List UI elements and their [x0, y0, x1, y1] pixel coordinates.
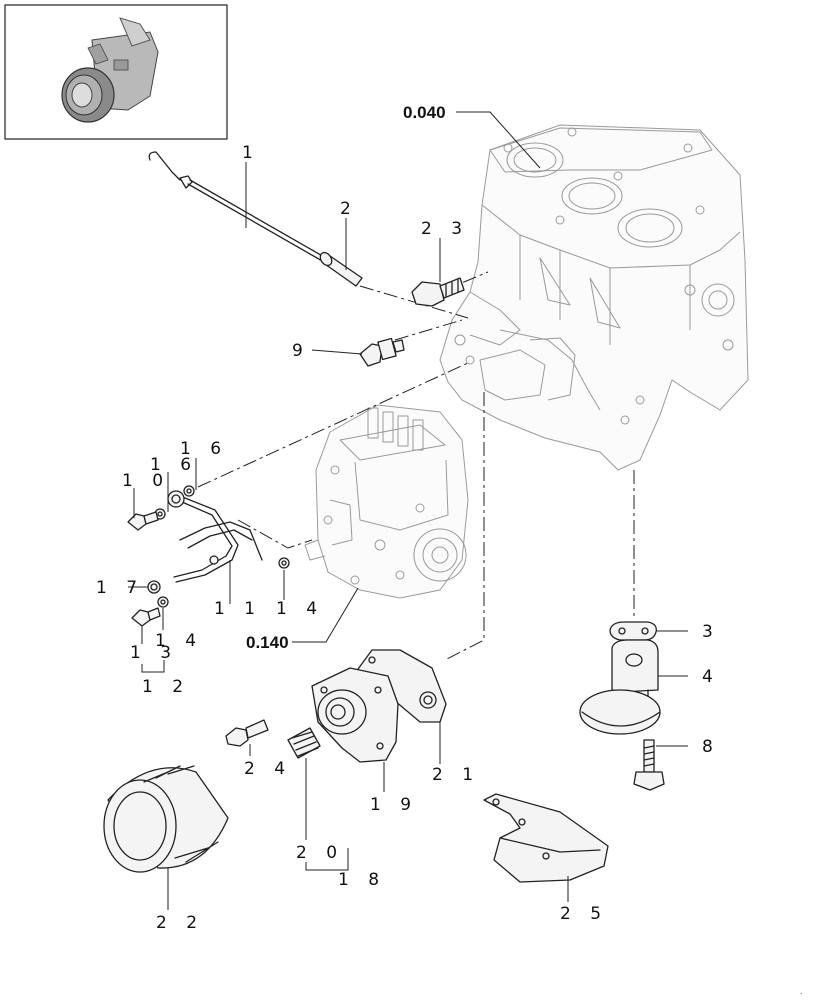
washer-14-lower — [157, 596, 169, 608]
callout-14-right: 1 4 — [276, 599, 324, 619]
banjo-fitting-top — [167, 490, 185, 508]
dipstick — [148, 151, 327, 263]
callout-16-lower: 1 6 — [150, 455, 198, 475]
callout-21: 2 1 — [432, 765, 480, 785]
callout-8: 8 — [702, 737, 720, 757]
oil-pipe — [173, 495, 263, 583]
bolt-8 — [633, 739, 665, 791]
callout-3: 3 — [702, 622, 720, 642]
leader-18-bracket — [305, 848, 349, 871]
engine-block — [439, 124, 749, 471]
oil-filter-22 — [103, 765, 229, 873]
alignment-line-sensor-9 — [394, 319, 463, 341]
washer-16-upper — [183, 485, 195, 497]
callout-2: 2 — [340, 199, 358, 219]
engine-thumbnail-icon — [61, 17, 159, 123]
bolt-23 — [411, 277, 465, 307]
dipstick-tube — [319, 251, 363, 287]
oil-strainer-4 — [579, 639, 661, 735]
callout-24: 2 4 — [244, 759, 292, 779]
callout-25: 2 5 — [560, 904, 608, 924]
callout-13: 1 3 — [130, 643, 178, 663]
bolt-24 — [225, 719, 269, 747]
callout-12: 1 2 — [142, 677, 190, 697]
oil-pressure-sensor — [359, 337, 405, 367]
callout-17: 1 7 — [96, 578, 144, 598]
callout-1: 1 — [242, 143, 260, 163]
leader-0040 — [456, 111, 541, 169]
callout-18: 1 8 — [338, 870, 386, 890]
callout-23: 2 3 — [421, 219, 469, 239]
gasket-3 — [609, 621, 657, 641]
banjo-bolt-10 — [127, 511, 159, 531]
corner-mark: . — [800, 987, 803, 996]
filter-head-19 — [311, 667, 399, 763]
nipple-20 — [287, 727, 321, 759]
callout-11: 1 1 — [214, 599, 262, 619]
alignment-line-dipstick — [359, 285, 469, 319]
callout-4: 4 — [702, 667, 720, 687]
ref-injection-pump: 0.140 — [246, 633, 289, 652]
leader-12-bracket — [141, 660, 165, 673]
thumbnail-inset — [4, 4, 228, 140]
injection-pump — [304, 404, 469, 599]
alignment-line-filter-head — [444, 392, 485, 661]
callout-16-upper: 1 6 — [180, 439, 228, 459]
bracket-25 — [483, 793, 609, 883]
ref-engine-block: 0.040 — [403, 103, 446, 122]
callout-10: 1 0 — [122, 471, 170, 491]
callout-9: 9 — [292, 341, 310, 361]
washer-14-upper — [278, 557, 290, 569]
leader-0140 — [292, 587, 359, 643]
alignment-line-pipe-lower — [237, 519, 313, 549]
banjo-fitting-bottom — [147, 580, 161, 594]
callout-14-left: 1 4 — [155, 631, 203, 651]
callout-19: 1 9 — [370, 795, 418, 815]
banjo-bolt-13 — [131, 607, 161, 627]
leader-9 — [311, 349, 363, 355]
callout-20: 2 0 — [296, 843, 344, 863]
callout-22: 2 2 — [156, 913, 204, 933]
